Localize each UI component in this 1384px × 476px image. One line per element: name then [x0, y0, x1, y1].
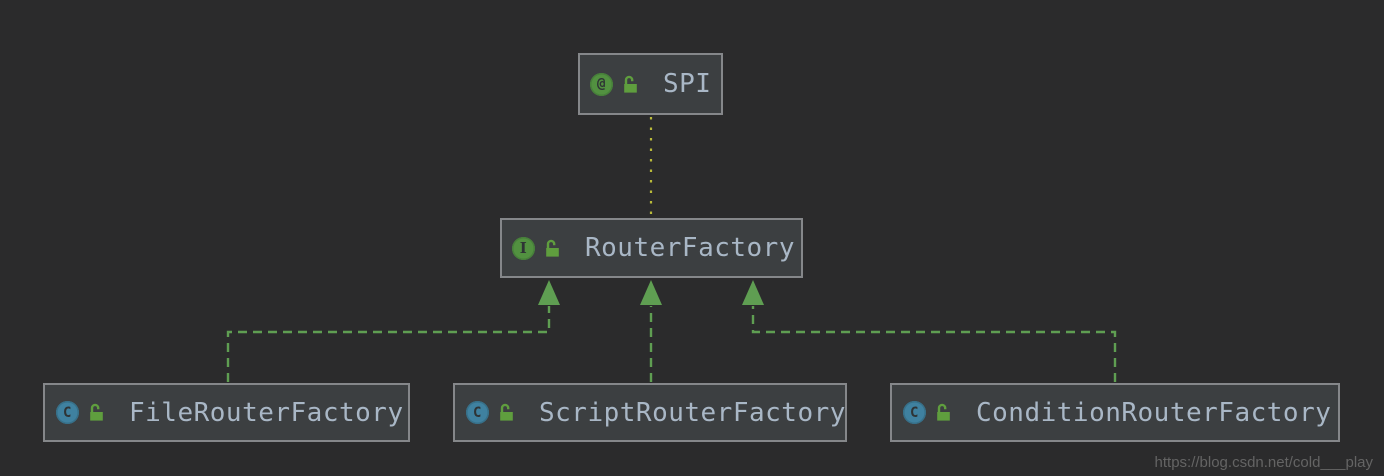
public-unlock-icon: [546, 239, 559, 257]
class-icon: C: [903, 401, 926, 424]
public-unlock-icon: [90, 403, 103, 421]
node-filerouterfactory[interactable]: C FileRouterFactory: [43, 383, 410, 442]
public-unlock-icon: [937, 403, 950, 421]
public-unlock-icon: [500, 403, 513, 421]
node-scriptrouterfactory[interactable]: C ScriptRouterFactory: [453, 383, 847, 442]
arrowhead-file: [538, 280, 560, 305]
node-spi[interactable]: @ SPI: [578, 53, 723, 115]
public-unlock-icon: [624, 75, 637, 93]
arrowhead-script: [640, 280, 662, 305]
node-routerfactory[interactable]: I RouterFactory: [500, 218, 803, 278]
node-label: SPI: [663, 69, 712, 99]
implements-edge-condition: [751, 306, 1117, 382]
class-icon: C: [466, 401, 489, 424]
node-conditionrouterfactory[interactable]: C ConditionRouterFactory: [890, 383, 1340, 442]
node-label: RouterFactory: [585, 233, 795, 263]
annotation-icon: @: [590, 72, 613, 96]
interface-icon: I: [512, 236, 535, 260]
implements-edge-file: [226, 306, 551, 382]
node-label: ScriptRouterFactory: [539, 397, 846, 428]
arrowhead-condition: [742, 280, 764, 305]
node-label: FileRouterFactory: [129, 397, 404, 428]
node-label: ConditionRouterFactory: [976, 397, 1332, 428]
watermark: https://blog.csdn.net/cold___play: [1154, 454, 1373, 471]
class-icon: C: [56, 401, 79, 424]
